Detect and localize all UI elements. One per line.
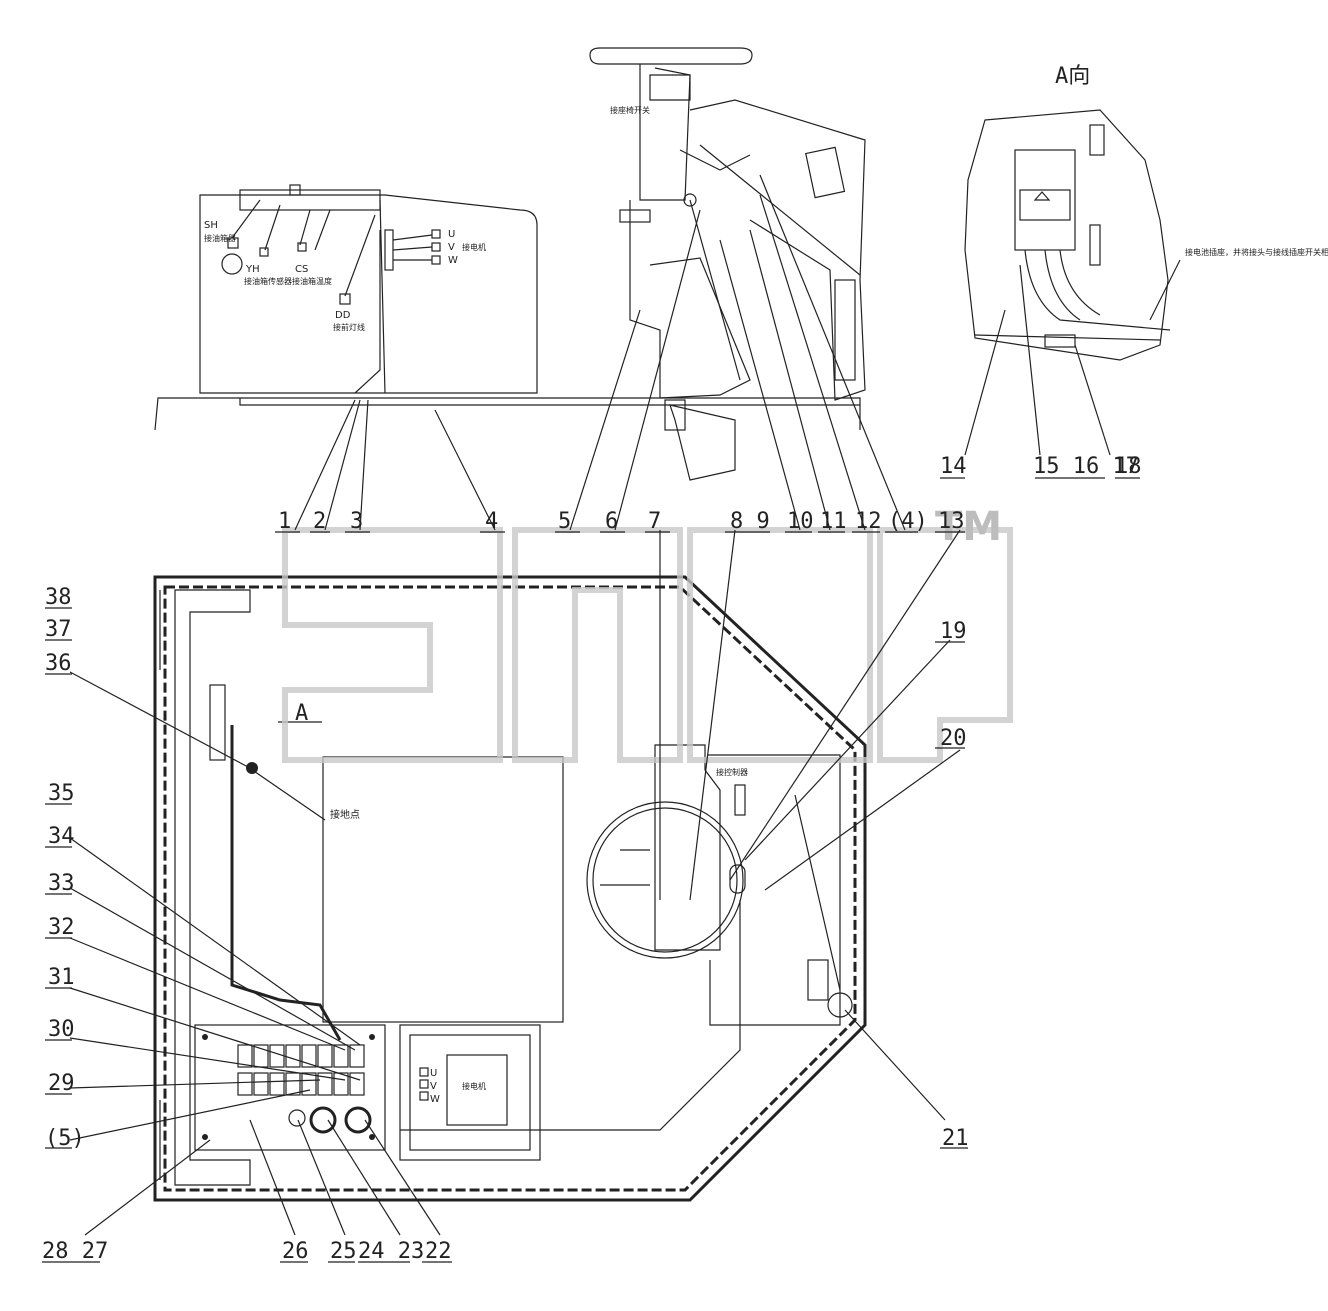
- callout-24-23: 24 23: [358, 1239, 424, 1264]
- callout-36: 36: [45, 651, 72, 676]
- callout-15-17: 15 16 17: [1033, 454, 1139, 479]
- steering-assembly-side: 接座椅开关: [589, 47, 866, 481]
- callout-18: 18: [1115, 454, 1142, 479]
- leader-lines: [69, 174, 961, 1236]
- label-w-top: W: [448, 255, 458, 266]
- callout-35: 35: [48, 781, 75, 806]
- label-controller: 接控制器: [716, 767, 748, 777]
- side-view: SH 接油箱器 YH 接油箱传感器 CS 接油箱温度 DD 接前灯线 U V W…: [154, 184, 861, 431]
- callout-13: 13: [938, 509, 965, 534]
- callout-underlines: [42, 531, 968, 1263]
- label-motor-top: 接电机: [462, 242, 486, 252]
- callout-28-27: 28 27: [42, 1239, 108, 1264]
- callout-22: 22: [425, 1239, 452, 1264]
- label-motor-bottom: 接电机: [462, 1081, 486, 1091]
- callout-5: 5: [558, 509, 571, 534]
- callout-30: 30: [48, 1017, 75, 1042]
- view-a-marker: A: [295, 701, 308, 726]
- label-dd: DD: [335, 310, 351, 321]
- label-v-bottom: V: [430, 1081, 437, 1092]
- callout-5b: (5): [45, 1126, 85, 1151]
- label-u-bottom: U: [430, 1068, 437, 1079]
- callout-1: 1: [278, 509, 291, 534]
- callout-10: 10: [787, 509, 814, 534]
- callout-8-9: 8 9: [730, 509, 770, 534]
- callout-38: 38: [45, 585, 72, 610]
- label-w-bottom: W: [430, 1094, 440, 1105]
- callout-4: 4: [485, 509, 498, 534]
- callout-25: 25: [330, 1239, 357, 1264]
- switch-bank: [237, 1044, 365, 1096]
- label-v-top: V: [448, 242, 455, 253]
- callout-6: 6: [605, 509, 618, 534]
- label-cs: CS: [295, 264, 308, 275]
- top-view-plan: 接地点 A: [153, 575, 867, 1202]
- label-ground-point: 接地点: [330, 808, 360, 821]
- callout-31: 31: [48, 965, 75, 990]
- label-sh: SH: [204, 220, 218, 231]
- callout-26: 26: [282, 1239, 309, 1264]
- view-a-title: A向: [1055, 64, 1090, 89]
- callout-19: 19: [940, 619, 967, 644]
- callout-11: 11: [820, 509, 847, 534]
- callout-3: 3: [350, 509, 363, 534]
- label-a-view-note: 接电池插座，并将接头与接线插座开关相连接: [1185, 247, 1328, 257]
- callout-4b: (4): [888, 509, 928, 534]
- label-sh-cn: 接油箱器: [204, 233, 236, 243]
- label-yh-cn: 接油箱传感器: [244, 276, 292, 286]
- callout-34: 34: [48, 824, 75, 849]
- watermark: TM: [282, 504, 1013, 763]
- callout-32: 32: [48, 915, 75, 940]
- callout-20: 20: [940, 726, 967, 751]
- callout-29: 29: [48, 1071, 75, 1096]
- label-dd-cn: 接前灯线: [333, 322, 365, 332]
- callout-14: 14: [940, 454, 967, 479]
- callout-2: 2: [313, 509, 326, 534]
- callout-21: 21: [942, 1126, 969, 1151]
- label-seat-switch: 接座椅开关: [610, 105, 650, 115]
- label-u-top: U: [448, 229, 455, 240]
- callout-33: 33: [48, 871, 75, 896]
- label-cs-cn: 接油箱温度: [292, 276, 332, 286]
- callout-12: 12: [855, 509, 882, 534]
- callout-37: 37: [45, 617, 72, 642]
- watermark-tm: TM: [935, 504, 1002, 550]
- view-a-detail: A向 接电池插座，并将接头与接线插座开关相连接: [940, 64, 1328, 479]
- callout-7: 7: [648, 509, 661, 534]
- label-yh: YH: [245, 264, 260, 275]
- callouts: 1 2 3 4 5 6 7 8 9 10 11 12 (4) 13 14 15 …: [42, 454, 1142, 1264]
